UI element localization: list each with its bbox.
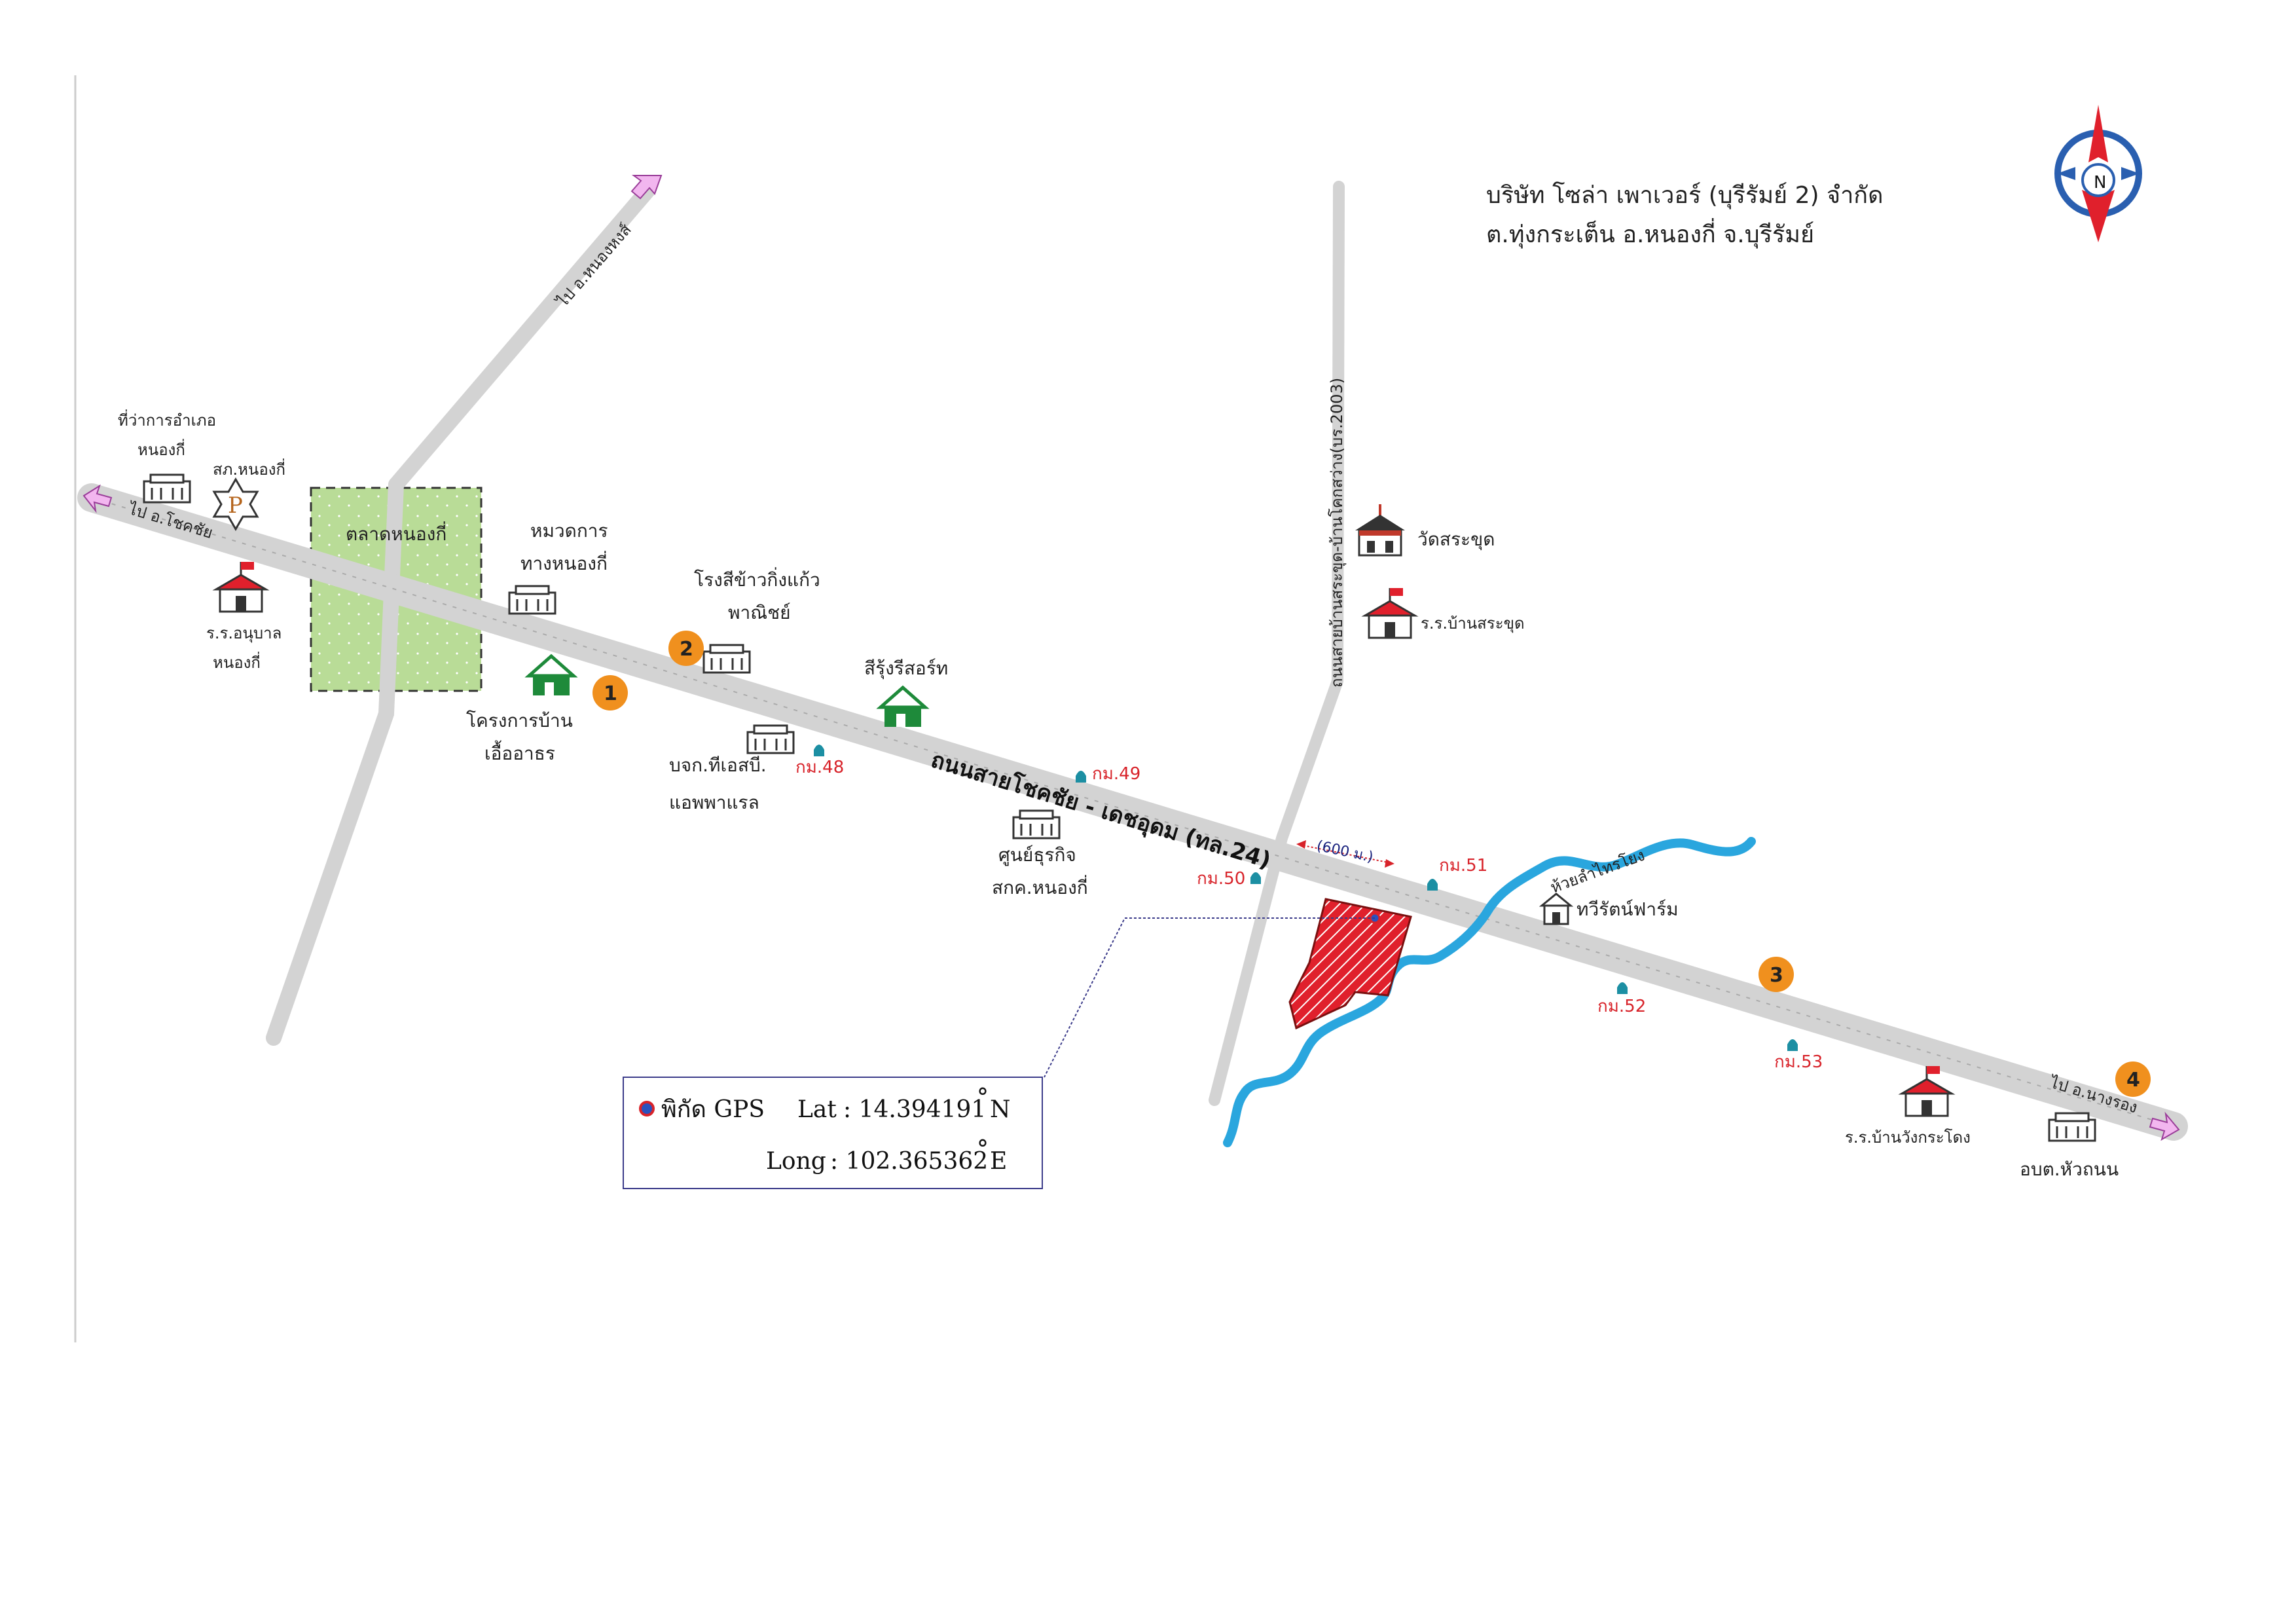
company-location: ต.ทุ่งกระเต็น อ.หนองกี่ จ.บุรีรัมย์ [1486, 218, 1814, 249]
district-office-label-2: หนองกี่ [137, 439, 185, 459]
gps-long-label: Long [766, 1148, 826, 1175]
km-50-icon [1250, 872, 1261, 884]
km-49-label: กม.49 [1092, 764, 1140, 784]
company-title: บริษัท โซล่า เพาเวอร์ (บุรีรัมย์ 2) จำกั… [1486, 181, 1883, 210]
housing-project-icon [524, 654, 578, 695]
district-office-label-1: ที่ว่าการอำเภอ [118, 409, 216, 430]
kindergarten-label-1: ร.ร.อนุบาล [206, 624, 282, 643]
stream-label: ห้วยลำไทรโยง [1548, 846, 1647, 897]
marker-2-label: 2 [680, 638, 693, 661]
gps-long-degree: ° [977, 1136, 989, 1163]
kindergarten-school-icon [212, 562, 270, 613]
sao-icon [2048, 1112, 2096, 1142]
gps-callout-line [1044, 917, 1375, 1078]
gps-long-unit: E [990, 1148, 1007, 1175]
km-48-label: กม.48 [795, 758, 844, 777]
gps-box [623, 1077, 1043, 1189]
rice-mill-label-2: พาณิชย์ [728, 602, 791, 623]
gps-long-value: : 102.365362 [830, 1148, 988, 1175]
compass-icon [2054, 105, 2142, 242]
gps-point-icon [639, 1101, 655, 1116]
district-office-icon [143, 473, 191, 504]
school-wangkradong-icon [1898, 1066, 1956, 1117]
housing-label-2: เอื้ออาธร [484, 740, 555, 764]
arrow-west-icon [82, 484, 113, 513]
kindergarten-label-2: หนองกี่ [213, 652, 261, 672]
road-to-nongki-north [388, 182, 656, 492]
gps-lat-value: : 14.394191 [843, 1096, 986, 1123]
marker-3-label: 3 [1770, 964, 1783, 987]
marker-1-label: 1 [604, 682, 617, 705]
marker-4-label: 4 [2126, 1069, 2140, 1092]
police-label: สภ.หนองกี่ [213, 458, 285, 479]
marker-1 [592, 675, 628, 710]
arrow-east-icon [2149, 1111, 2180, 1141]
km-51-label: กม.51 [1439, 856, 1487, 876]
business-center-icon [1012, 809, 1061, 840]
highway-centerline [91, 497, 2174, 1127]
gps-lat-label: Lat [797, 1096, 837, 1123]
side-road-label: ถนนสายบ้านสระขุด-บ้านโคกสว่าง(บร.2003) [1328, 378, 1347, 688]
km-51-icon [1427, 879, 1438, 891]
distance-arrow [1296, 840, 1394, 868]
gps-lat-unit: N [990, 1096, 1011, 1123]
to-nongki-label: ไป อ.หนองหงส์ [553, 220, 635, 311]
marker-3 [1758, 957, 1794, 992]
km-50-label: กม.50 [1197, 869, 1245, 889]
marker-2 [668, 631, 704, 666]
school-srakhut-label: ร.ร.บ้านสระขุด [1421, 614, 1525, 633]
side-road-srakhut [1209, 181, 1345, 1106]
highway-unit-label-2: ทางหนองกี่ [520, 551, 608, 574]
project-site [1288, 898, 1412, 1030]
km-49-icon [1076, 771, 1086, 783]
resort-icon [876, 685, 930, 727]
km-52-icon [1617, 982, 1628, 994]
sao-label: อบต.หัวถนน [2020, 1158, 2119, 1180]
highway-unit-icon [508, 585, 556, 615]
housing-label-1: โครงการบ้าน [466, 710, 573, 731]
rice-mill-icon [702, 644, 751, 674]
km-53-label: กม.53 [1774, 1052, 1823, 1072]
stream [1223, 837, 1756, 1147]
business-center-label-2: สกค.หนองกี่ [992, 875, 1088, 898]
gps-label: พิกัด GPS [661, 1096, 765, 1123]
school-wangkradong-label: ร.ร.บ้านวังกระโดง [1845, 1128, 1971, 1147]
marker-4 [2115, 1061, 2151, 1097]
gps-lat-degree: ° [977, 1084, 989, 1111]
compass-letter: N [2094, 173, 2106, 193]
svg-text:P: P [228, 492, 243, 519]
apparel-label-1: บจก.ทีเอสบี. [669, 754, 767, 776]
highway-unit-label-1: หมวดการ [530, 520, 608, 542]
rice-mill-label-1: โรงสีข้าวกิ่งแก้ว [694, 567, 820, 591]
km-52-label: กม.52 [1597, 997, 1646, 1016]
km-53-icon [1787, 1039, 1798, 1051]
road-through-market [266, 477, 404, 1046]
temple-icon [1355, 504, 1405, 557]
farm-label: ทวีรัตน์ฟาร์ม [1576, 898, 1679, 920]
apparel-label-2: แอพพาแรล [669, 792, 759, 813]
arrow-north-icon [630, 175, 663, 200]
temple-label: วัดสระขุด [1417, 528, 1495, 551]
apparel-icon [746, 724, 795, 754]
school-srakhut-icon [1361, 588, 1419, 639]
resort-label: สีรุ้งรีสอร์ท [864, 657, 948, 680]
market-label: ตลาดหนองกี่ [346, 521, 446, 545]
farm-icon [1539, 893, 1574, 925]
km-marker-icons [814, 745, 1798, 1051]
km-48-icon [814, 745, 824, 756]
business-center-label-1: ศูนย์ธุรกิจ [998, 844, 1076, 866]
police-star-icon: P [212, 477, 259, 531]
